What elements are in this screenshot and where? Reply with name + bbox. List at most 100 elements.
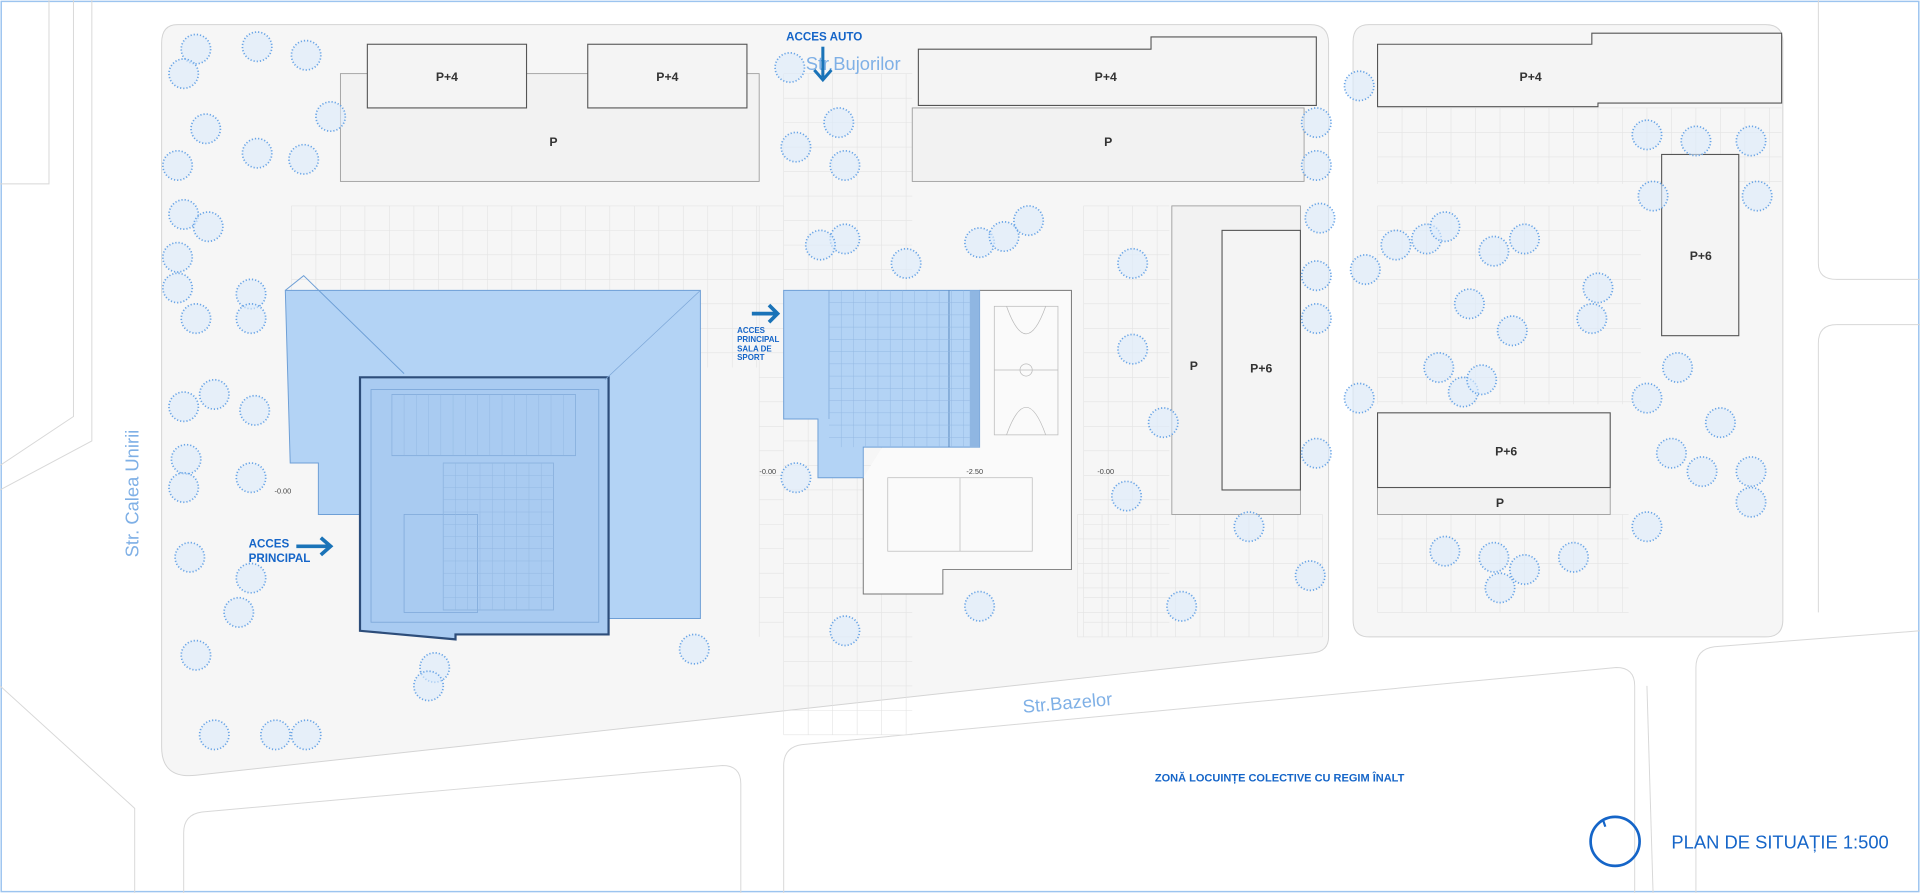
tree-icon (1582, 272, 1614, 304)
tree-icon (180, 639, 212, 671)
arrow-down-icon (813, 46, 833, 83)
plan-title: PLAN DE SITUAȚIE 1:500 (1671, 832, 1888, 853)
tree-icon (241, 137, 273, 169)
tree-icon (235, 302, 267, 335)
tree-icon (288, 143, 320, 175)
tree-icon (162, 241, 194, 273)
access-principal-label: PRINCIPAL (249, 552, 311, 565)
tree-icon (1300, 107, 1332, 139)
tree-icon (829, 223, 861, 255)
tree-icon (168, 391, 200, 423)
level-mark: -0.00 (759, 467, 776, 476)
residential-buildings (339, 32, 1783, 515)
tree-icon (223, 596, 255, 628)
tree-icon (890, 247, 922, 279)
tree-icon (1466, 364, 1498, 396)
tree-icon (1735, 456, 1767, 488)
tree-icon (413, 670, 445, 702)
tree-icon (1508, 223, 1541, 255)
building-label: P+4 (1520, 70, 1542, 84)
tree-icon (1233, 511, 1265, 543)
building-label: P+6 (1250, 361, 1272, 375)
building-label: P+4 (436, 70, 458, 84)
tree-icon (192, 211, 224, 243)
tree-icon (1300, 302, 1332, 335)
tree-icon (829, 149, 861, 182)
tree-icon (1478, 235, 1510, 267)
tree-icon (168, 471, 200, 504)
tree-icon (1662, 351, 1694, 384)
level-mark: -0.00 (275, 487, 292, 496)
tree-icon (1453, 288, 1485, 320)
north-arrow-circle-icon (1589, 815, 1641, 868)
tree-icon (780, 462, 812, 494)
tree-icon (1429, 535, 1461, 567)
tree-icon (174, 541, 206, 573)
building-label: P (1190, 359, 1198, 373)
tree-icon (829, 615, 861, 647)
tree-icon (190, 113, 222, 145)
tree-icon (235, 462, 267, 494)
tree-icon (1380, 229, 1412, 261)
level-mark: -0.00 (1097, 467, 1114, 476)
tree-icon (241, 31, 273, 63)
access-sport-label: PRINCIPAL (737, 335, 779, 344)
tree-icon (1735, 486, 1767, 518)
tree-icon (1680, 125, 1712, 157)
tree-icon (170, 443, 202, 475)
tree-icon (180, 33, 212, 65)
level-mark: -2.50 (966, 467, 983, 476)
tree-icon (1300, 149, 1332, 182)
tree-icon (1110, 480, 1143, 512)
building-label: P+4 (1095, 70, 1117, 84)
school-building (284, 275, 701, 641)
access-principal-label: ACCES (249, 538, 290, 551)
tree-icon (1300, 437, 1332, 469)
tree-icon (180, 302, 212, 335)
tree-icon (1304, 202, 1336, 234)
tree-icon (823, 107, 855, 139)
tree-icon (1631, 511, 1663, 543)
access-sport-label: ACCES (737, 326, 765, 335)
tree-icon (239, 394, 271, 426)
tree-icon (804, 229, 836, 261)
tree-icon (168, 198, 200, 231)
tree-icon (1637, 180, 1669, 212)
tree-icon (1686, 456, 1718, 488)
tree-icon (1508, 554, 1541, 586)
tree-icon (290, 39, 322, 71)
tree-icon (1576, 302, 1608, 335)
access-auto-label: ACCES AUTO (786, 31, 862, 44)
tree-icon (780, 131, 812, 163)
tree-icon (1343, 70, 1375, 102)
tree-icon (168, 58, 200, 90)
tree-icon (964, 227, 996, 259)
street-label-calea-unirii: Str. Calea Unirii (121, 430, 142, 558)
tree-icon (988, 220, 1020, 253)
tree-icon (1423, 351, 1455, 384)
arrow-right-icon (751, 303, 781, 324)
access-sport-label: SPORT (737, 353, 764, 362)
trees (162, 31, 1773, 751)
tree-icon (1013, 205, 1045, 237)
tree-icon (1343, 382, 1375, 414)
tree-icon (1147, 407, 1179, 439)
tree-icon (964, 590, 996, 622)
tree-icon (162, 272, 194, 304)
tree-icon (1704, 407, 1736, 439)
street-label-bujorilor: Str.Bujorilor (806, 53, 901, 74)
building-label: P (1104, 135, 1112, 149)
tree-icon (1484, 572, 1516, 604)
access-sport-label: SALA DE (737, 345, 772, 354)
building-label: P (1496, 496, 1504, 510)
tree-icon (1631, 382, 1663, 414)
tree-icon (1557, 541, 1590, 573)
tree-icon (1741, 180, 1773, 212)
tree-icon (1117, 333, 1149, 365)
tree-icon (1478, 541, 1510, 573)
tree-icon (774, 51, 806, 84)
tree-icon (290, 719, 322, 751)
tree-icon (1655, 437, 1687, 469)
